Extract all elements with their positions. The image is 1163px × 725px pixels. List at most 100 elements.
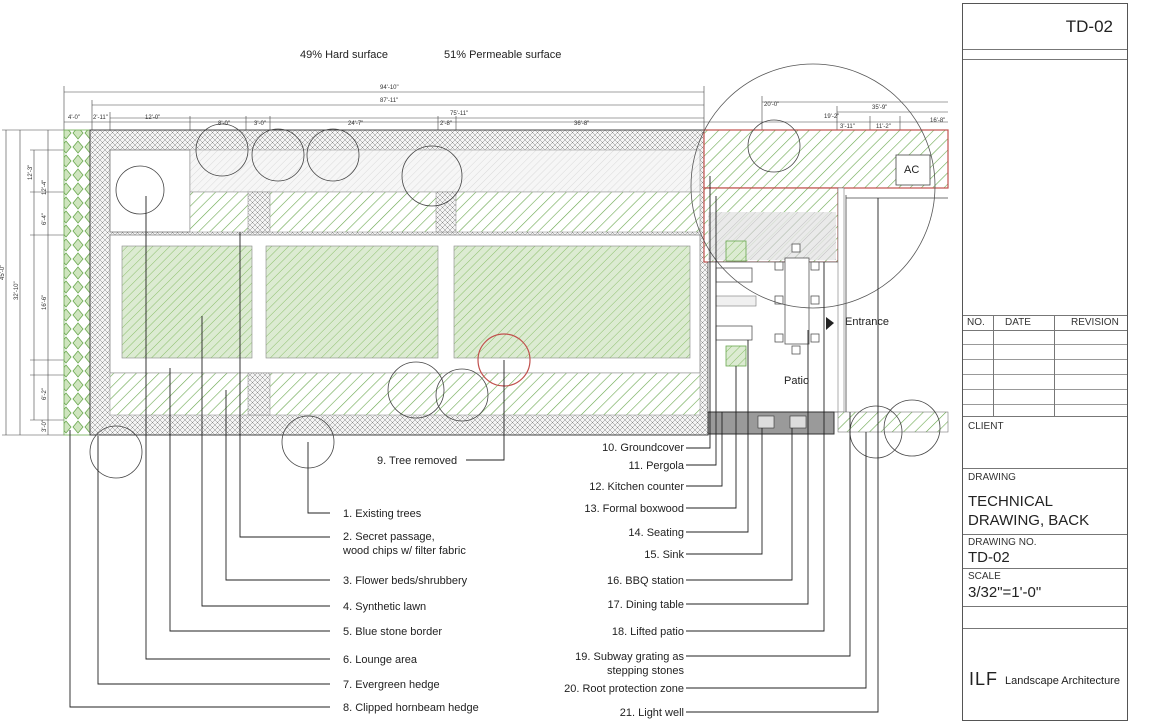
lounge-table [715, 295, 757, 307]
dim-right-3: 19'-2" [824, 114, 839, 120]
scale-label: SCALE [968, 571, 1001, 582]
legend-secret-passage: 2. Secret passage, [343, 531, 435, 543]
legend-bbq-station: 16. BBQ station [607, 575, 684, 587]
entrance-label: Entrance [845, 316, 889, 328]
bbq-station [789, 415, 807, 429]
sheet-id-cell: TD-02 [963, 4, 1127, 50]
dim-left-b: 12'-4" [42, 180, 48, 195]
dim-left-e: 6'-2" [42, 388, 48, 400]
legend-light-well: 21. Light well [620, 707, 684, 719]
drawing-cell: DRAWING TECHNICAL DRAWING, BACK [963, 469, 1127, 535]
dim-top-left: 4'-0" [68, 115, 80, 121]
scale-cell: SCALE 3/32"=1'-0" [963, 569, 1127, 607]
legend-hornbeam-hedge: 8. Clipped hornbeam hedge [343, 702, 479, 714]
dim-left-total: 45'-0" [0, 265, 6, 280]
formal-boxwood-2 [725, 345, 747, 367]
lounge-seating-2 [715, 325, 753, 341]
synthetic-lawn-3 [453, 245, 691, 359]
legend-subway-grating: 19. Subway grating as [575, 651, 684, 663]
dim-left-a: 12'-3" [28, 165, 34, 180]
dining-chairs [774, 243, 820, 355]
revision-header: NO. DATE REVISION [963, 316, 1127, 331]
passage-crossing-3 [247, 372, 271, 416]
legend-evergreen-hedge: 7. Evergreen hedge [343, 679, 440, 691]
legend-flower-beds: 3. Flower beds/shrubbery [343, 575, 468, 587]
client-cell: CLIENT [963, 417, 1127, 469]
firm-cell: ILF Landscape Architecture [963, 629, 1127, 721]
rev-col-2 [1054, 316, 1055, 416]
secret-passage-top [189, 149, 701, 193]
title-block: TD-02 NO. DATE REVISION CLIENT DRAWING T… [962, 3, 1128, 721]
drawing-no-cell: DRAWING NO. TD-02 [963, 535, 1127, 569]
drawing-title-line2: DRAWING, BACK [968, 512, 1090, 529]
dim-left-f: 3'-0" [42, 420, 48, 432]
dim-left-c: 6'-4" [42, 213, 48, 225]
legend-root-protection: 20. Root protection zone [564, 683, 684, 695]
rev-col-1 [993, 316, 994, 416]
dim-top-seg4: 24'-7" [348, 121, 363, 127]
legend-tree-removed: 9. Tree removed [377, 455, 457, 467]
synthetic-lawn-2 [265, 245, 439, 359]
drawing-title-line1: TECHNICAL [968, 493, 1054, 510]
drawing-label: DRAWING [968, 472, 1016, 483]
legend-kitchen-counter: 12. Kitchen counter [589, 481, 684, 493]
subway-grating [837, 187, 845, 413]
leader-lines [69, 176, 879, 713]
hard-surface-stat: 49% Hard surface [300, 49, 388, 61]
legend-formal-boxwood: 13. Formal boxwood [584, 503, 684, 515]
legend-lifted-patio: 18. Lifted patio [612, 626, 684, 638]
groundcover-lower-right [837, 411, 949, 433]
rev-revision-header: REVISION [1071, 317, 1119, 328]
dim-top-inner: 75'-11" [450, 111, 468, 117]
patio-label: Patio [784, 375, 809, 387]
sheet-id: TD-02 [1065, 17, 1113, 36]
legend-seating: 14. Seating [628, 527, 684, 539]
passage-crossing-2 [435, 191, 457, 233]
ac-label: AC [904, 164, 919, 176]
flower-bed-bottom [109, 372, 701, 416]
dim-top-left2: 2'-11" [93, 115, 108, 121]
legend-right: 10. Groundcover 11. Pergola 12. Kitchen … [564, 442, 685, 719]
legend-dining-table: 17. Dining table [608, 599, 684, 611]
dim-right-6: 16'-8" [930, 118, 945, 124]
synthetic-lawn-1 [121, 245, 253, 359]
evergreen-hedge [63, 129, 91, 436]
dim-left-d: 16'-6" [42, 295, 48, 310]
left-dimensions [2, 129, 64, 436]
legend-subway-grating-2: stepping stones [607, 665, 685, 677]
dim-left-main: 32'-10" [14, 281, 20, 300]
legend-pergola: 11. Pergola [629, 460, 685, 472]
dim-top-seg3: 3'-0" [254, 121, 266, 127]
dim-top-seg5: 2'-8" [440, 121, 452, 127]
passage-crossing-1 [247, 191, 271, 233]
legend-lounge-area: 6. Lounge area [343, 654, 418, 666]
firm-logo-mark: ILF [969, 669, 999, 689]
blank-cell [963, 607, 1127, 629]
dim-top-seg6: 36'-8" [574, 121, 589, 127]
dim-top-seg1: 12'-0" [145, 115, 160, 121]
formal-boxwood-1 [725, 240, 747, 262]
lounge-seating-1 [715, 267, 753, 283]
revision-table: NO. DATE REVISION [963, 315, 1127, 418]
scale-value: 3/32"=1'-0" [968, 584, 1042, 601]
lounge-area [109, 149, 191, 233]
site-plan-drawing: 49% Hard surface 51% Permeable surface 9… [0, 49, 949, 719]
firm-name: Landscape Architecture [1005, 675, 1120, 687]
legend-groundcover: 10. Groundcover [602, 442, 684, 454]
revision-grid [963, 330, 1127, 418]
existing-trees [89, 63, 941, 479]
top-dimensions [63, 86, 948, 130]
sink [757, 415, 775, 429]
drawing-no-label: DRAWING NO. [968, 537, 1037, 548]
legend-existing-trees: 1. Existing trees [343, 508, 422, 520]
legend-sink: 15. Sink [644, 549, 684, 561]
dim-top-total: 94'-10" [380, 85, 399, 91]
dining-table [784, 257, 810, 345]
notes-cell [963, 50, 1127, 60]
legend-blue-stone: 5. Blue stone border [343, 626, 442, 638]
legend-synthetic-lawn: 4. Synthetic lawn [343, 601, 426, 613]
drawing-no-value: TD-02 [968, 549, 1010, 566]
permeable-surface-stat: 51% Permeable surface [444, 49, 561, 61]
rev-date-header: DATE [1005, 317, 1031, 328]
dim-right-5: 11'-2" [876, 124, 891, 130]
